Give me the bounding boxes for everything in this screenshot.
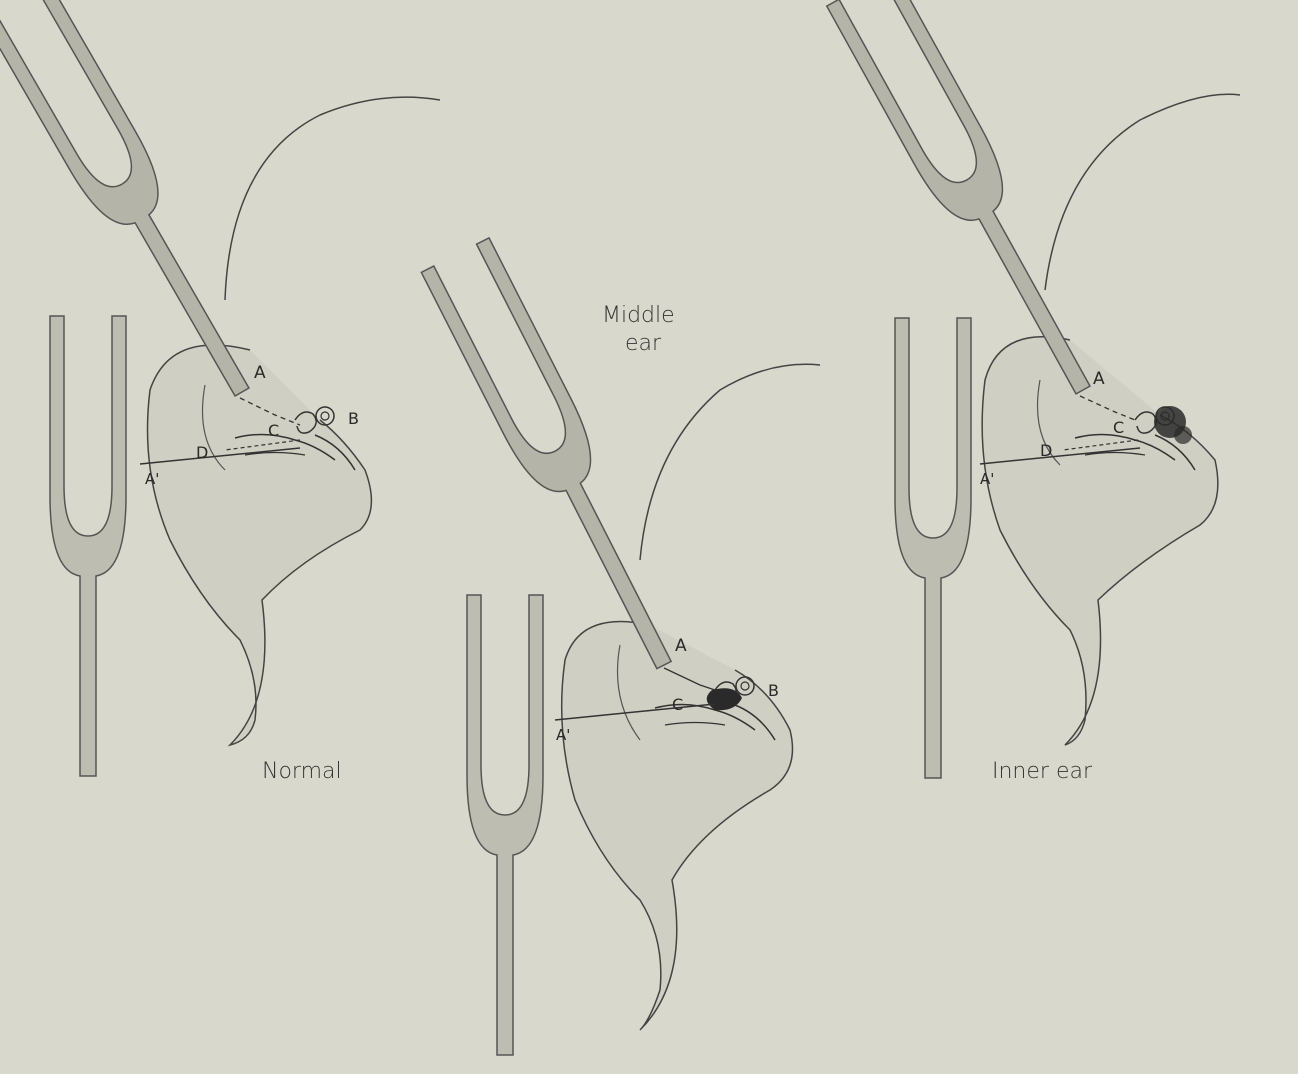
normal-label-a: A [254, 363, 266, 383]
inner-label-c: C [1113, 418, 1124, 437]
inner-caption: Inner ear [992, 759, 1093, 784]
normal-caption: Normal [262, 759, 342, 784]
inner-label-a-prime: A' [980, 470, 994, 488]
middle-label-c: C [672, 695, 683, 714]
normal-ear [148, 345, 372, 745]
normal-head-outline [225, 97, 440, 300]
middle-vertical-fork [467, 595, 543, 1055]
normal-label-b: B [348, 409, 359, 428]
middle-label-b: B [768, 681, 779, 700]
inner-head-outline [1045, 94, 1240, 290]
middle-ear-panel: Middle ear A B C A' [421, 238, 820, 1055]
normal-label-a-prime: A' [145, 470, 159, 488]
middle-label-a-prime: A' [556, 726, 570, 744]
normal-label-d: D [196, 443, 208, 462]
inner-ear-panel: A C D A' Inner ear [827, 0, 1240, 784]
inner-vertical-fork [895, 318, 971, 778]
middle-ear [562, 622, 793, 1030]
middle-label-a: A [675, 636, 687, 656]
inner-label-a: A [1093, 369, 1105, 389]
middle-head-outline [640, 364, 820, 560]
normal-label-c: C [268, 421, 279, 440]
normal-vertical-fork [50, 316, 126, 776]
middle-caption-line1: Middle [602, 303, 675, 328]
inner-ear [982, 337, 1218, 745]
middle-caption-line2: ear [625, 331, 662, 356]
normal-panel: A B C D A' Normal [0, 0, 440, 784]
inner-label-d: D [1040, 441, 1052, 460]
